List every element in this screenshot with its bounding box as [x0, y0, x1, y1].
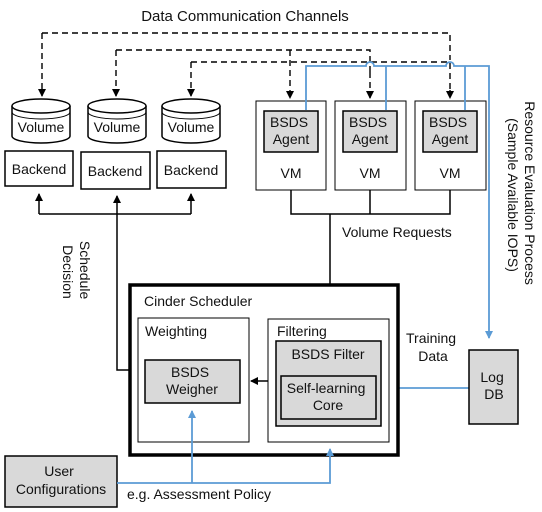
bsds-agent-label: BSDS Agent: [429, 114, 471, 147]
vm-label: VM: [281, 165, 302, 181]
backend-label: Backend: [12, 161, 66, 177]
resource-evaluation-label: Resource Evaluation Process (Sample Avai…: [505, 101, 538, 289]
self-learning-core-label: Self-learning Core: [287, 380, 370, 413]
bsds-agent-label: BSDS Agent: [270, 114, 312, 147]
log-db-box: Log DB: [468, 349, 519, 425]
backend-label: Backend: [164, 162, 218, 178]
resource-evaluation-line1: Resource Evaluation Process: [522, 101, 538, 285]
schedule-decision-line1: Schedule: [77, 241, 93, 300]
vm-label: VM: [360, 165, 381, 181]
schedule-decision-line2: Decision: [60, 245, 76, 299]
data-channels: [38, 32, 454, 99]
resource-evaluation-line2: (Sample Available IOPS): [505, 118, 521, 272]
assessment-policy-connector: [117, 410, 334, 484]
volume-label: Volume: [168, 119, 215, 135]
weighting-box: Weighting BSDS Weigher: [137, 317, 250, 443]
schedule-decision-connector: [35, 193, 195, 371]
vm-box-3: BSDS Agent VM: [414, 100, 487, 191]
data-communication-channels-label: Data Communication Channels: [141, 8, 349, 25]
volume-requests-label: Volume Requests: [342, 224, 452, 240]
volume-cylinder-1: Volume: [11, 98, 71, 144]
training-data-label: Training Data: [406, 330, 460, 364]
backend-box-2: Backend: [80, 151, 151, 190]
user-configurations-box: User Configurations: [4, 455, 118, 508]
volume-label: Volume: [18, 119, 65, 135]
vm-box-2: BSDS Agent VM: [334, 100, 407, 191]
filtering-box: Filtering BSDS Filter Self-learning Core: [267, 318, 390, 443]
vm-box-1: BSDS Agent VM: [255, 100, 327, 191]
volume-cylinder-2: Volume: [87, 98, 147, 144]
user-configurations-label: User Configurations: [16, 463, 106, 497]
assessment-policy-label: e.g. Assessment Policy: [127, 486, 271, 502]
weighting-title: Weighting: [145, 323, 207, 339]
bsds-agent-label: BSDS Agent: [349, 114, 391, 147]
bsds-filter-title: BSDS Filter: [291, 346, 364, 362]
bsds-weigher-label: BSDS Weigher: [166, 364, 218, 397]
vm-label: VM: [440, 165, 461, 181]
schedule-decision-label: Schedule Decision: [60, 241, 93, 303]
volume-cylinder-3: Volume: [161, 98, 221, 144]
backend-label: Backend: [88, 163, 142, 179]
log-db-label: Log DB: [480, 369, 507, 402]
backend-box-1: Backend: [4, 150, 74, 187]
backend-box-3: Backend: [156, 150, 227, 189]
cinder-scheduler-title: Cinder Scheduler: [144, 293, 253, 309]
volume-label: Volume: [94, 119, 141, 135]
filtering-title: Filtering: [277, 323, 327, 339]
